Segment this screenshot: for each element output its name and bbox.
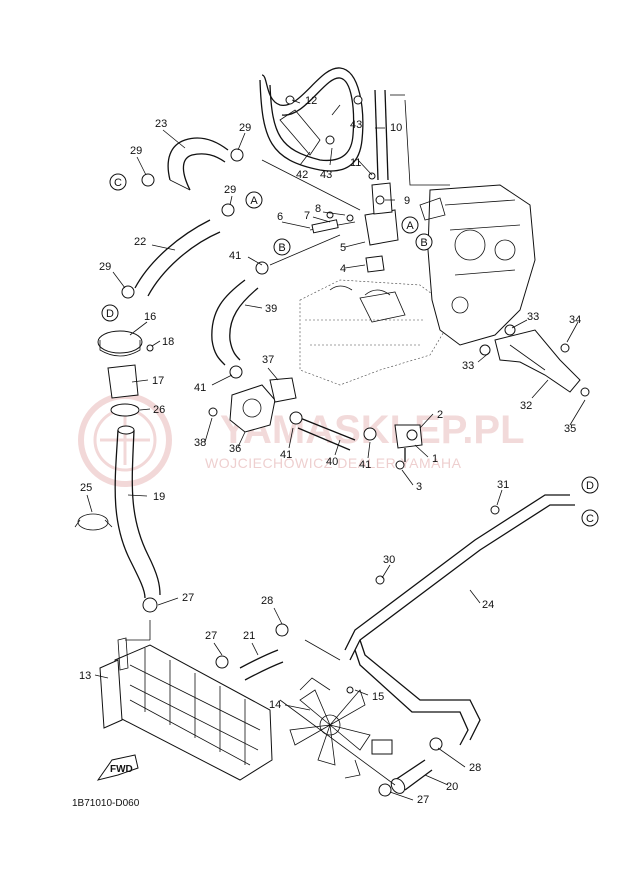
radiator-hose-22 xyxy=(134,219,221,297)
part-label: 34 xyxy=(569,314,581,326)
filler-neck xyxy=(97,330,143,417)
radiator-hose-20 xyxy=(390,759,433,794)
part-label: 33 xyxy=(462,360,474,372)
fwd-label: FWD xyxy=(110,764,133,775)
part-label: 1 xyxy=(432,453,438,465)
thermostat-housing xyxy=(309,182,399,273)
callout-a-right-letter: A xyxy=(406,220,414,232)
part-label: 37 xyxy=(262,354,274,366)
radiator-hose-21 xyxy=(239,649,284,681)
part-label: 27 xyxy=(205,630,217,642)
part-label: 15 xyxy=(372,691,384,703)
callout-c-left-letter: C xyxy=(114,177,122,189)
hose-clamp-25 xyxy=(74,513,113,531)
part-label: 19 xyxy=(153,491,165,503)
part-label: 32 xyxy=(520,400,532,412)
part-label: 43 xyxy=(320,169,332,181)
bypass-hose-assembly xyxy=(259,67,389,181)
coolant-pipe-24 xyxy=(344,494,575,746)
callout-b-right-letter: B xyxy=(420,237,427,249)
water-pump xyxy=(229,377,297,433)
part-label: 9 xyxy=(404,195,410,207)
callout-d-right-letter: D xyxy=(586,480,594,492)
part-label: 30 xyxy=(383,554,395,566)
radiator-hose-39 xyxy=(211,279,259,366)
callout-a-upper-letter: A xyxy=(250,195,258,207)
part-label: 6 xyxy=(277,211,283,223)
cooling-fan xyxy=(289,677,393,779)
radiator-hose-23 xyxy=(167,137,229,191)
part-label: 41 xyxy=(359,459,371,471)
part-label: 41 xyxy=(280,449,292,461)
callout-d-right: D xyxy=(581,476,599,494)
part-label: 4 xyxy=(340,263,346,275)
callouts: A A B B C C D D xyxy=(101,173,599,527)
part-label: 2 xyxy=(437,409,443,421)
part-label: 20 xyxy=(446,781,458,793)
part-label: 41 xyxy=(194,382,206,394)
part-label: 26 xyxy=(153,404,165,416)
part-label: 5 xyxy=(340,242,346,254)
part-label: 39 xyxy=(265,303,277,315)
part-label: 11 xyxy=(350,157,361,169)
callout-c-left: C xyxy=(109,173,127,191)
callout-d-left: D xyxy=(101,304,119,322)
callout-b-right: B xyxy=(415,233,433,251)
radiator xyxy=(99,637,273,781)
leader-lines xyxy=(86,94,586,801)
part-label: 38 xyxy=(194,437,206,449)
part-label: 22 xyxy=(134,236,146,248)
engine-block-outline xyxy=(299,279,446,386)
part-label: 25 xyxy=(80,482,92,494)
part-label: 29 xyxy=(224,184,236,196)
part-label: 28 xyxy=(261,595,273,607)
part-label: 42 xyxy=(296,169,308,181)
part-label: 27 xyxy=(182,592,194,604)
part-label: 29 xyxy=(99,261,111,273)
part-label: 24 xyxy=(482,599,494,611)
diagram-reference-code: 1B71010-D060 xyxy=(72,798,140,809)
cylinder-head xyxy=(419,184,536,346)
part-label: 16 xyxy=(144,311,156,323)
callout-c-right-letter: C xyxy=(586,513,594,525)
fwd-arrow: FWD xyxy=(96,754,139,781)
part-label: 17 xyxy=(152,375,164,387)
part-label: 14 xyxy=(269,699,281,711)
part-label: 13 xyxy=(79,670,91,682)
part-label: 21 xyxy=(243,630,255,642)
part-label: 18 xyxy=(162,336,174,348)
part-label: 43 xyxy=(350,119,362,131)
part-label: 3 xyxy=(416,481,422,493)
outlet-pipe-32 xyxy=(494,329,581,393)
radiator-hose-19 xyxy=(114,425,161,599)
part-label: 29 xyxy=(239,122,251,134)
part-label: 35 xyxy=(564,423,576,435)
callout-a-right: A xyxy=(401,216,419,234)
part-label: 40 xyxy=(326,456,338,468)
part-label: 36 xyxy=(229,443,241,455)
callout-d-left-letter: D xyxy=(106,308,114,320)
part-label: 28 xyxy=(469,762,481,774)
callout-b-left-letter: B xyxy=(278,242,285,254)
part-label: 33 xyxy=(527,311,539,323)
part-label: 27 xyxy=(417,794,429,806)
callout-b-left: B xyxy=(273,238,291,256)
part-label: 31 xyxy=(497,479,509,491)
part-label: 10 xyxy=(390,122,402,134)
callout-c-right: C xyxy=(581,509,599,527)
fasteners xyxy=(121,95,590,797)
part-label: 41 xyxy=(229,250,241,262)
part-label: 8 xyxy=(315,203,321,215)
callout-a-upper: A xyxy=(245,191,263,209)
part-label: 12 xyxy=(305,95,317,107)
part-label: 29 xyxy=(130,145,142,157)
part-label: 23 xyxy=(155,118,167,130)
part-labels: 1 2 3 4 5 6 7 8 9 10 11 12 13 14 15 16 1… xyxy=(79,95,581,806)
part-label: 7 xyxy=(304,210,310,222)
